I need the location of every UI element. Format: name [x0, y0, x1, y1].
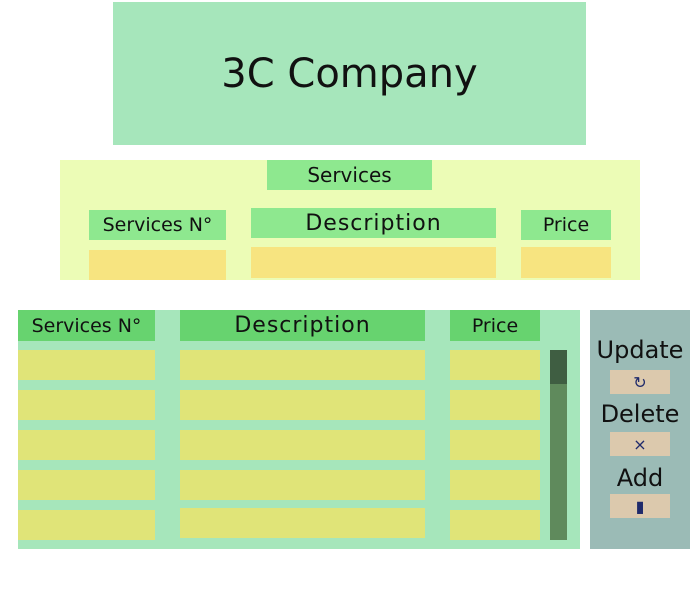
- table-cell-service-number[interactable]: [18, 390, 155, 420]
- table-cell-service-number[interactable]: [18, 430, 155, 460]
- table-cell-price[interactable]: [450, 430, 540, 460]
- description-input[interactable]: [251, 247, 496, 278]
- table-scrollbar-thumb[interactable]: [550, 350, 567, 384]
- services-form-title: Services: [267, 160, 432, 190]
- table-cell-price[interactable]: [450, 350, 540, 380]
- table-cell-description[interactable]: [180, 350, 425, 380]
- add-button[interactable]: ▮: [610, 494, 670, 518]
- table-cell-service-number[interactable]: [18, 350, 155, 380]
- add-icon: ▮: [635, 496, 645, 516]
- app-title: 3C Company: [113, 2, 586, 145]
- column-header-service-number: Services N°: [18, 310, 155, 341]
- table-cell-description[interactable]: [180, 430, 425, 460]
- add-label: Add: [616, 464, 664, 492]
- table-cell-service-number[interactable]: [18, 510, 155, 540]
- table-scrollbar-track[interactable]: [550, 350, 567, 540]
- table-cell-description[interactable]: [180, 470, 425, 500]
- update-label: Update: [596, 336, 684, 364]
- delete-button[interactable]: ×: [610, 432, 670, 456]
- service-number-input[interactable]: [89, 250, 226, 280]
- price-label: Price: [521, 210, 611, 240]
- close-icon: ×: [633, 434, 647, 454]
- table-cell-price[interactable]: [450, 390, 540, 420]
- table-cell-service-number[interactable]: [18, 470, 155, 500]
- description-label: Description: [251, 208, 496, 238]
- table-cell-price[interactable]: [450, 510, 540, 540]
- table-cell-description[interactable]: [180, 390, 425, 420]
- column-header-description: Description: [180, 310, 425, 341]
- price-input[interactable]: [521, 247, 611, 278]
- refresh-icon: ↻: [633, 372, 647, 392]
- column-header-price: Price: [450, 310, 540, 341]
- table-cell-price[interactable]: [450, 470, 540, 500]
- service-number-label: Services N°: [89, 210, 226, 240]
- table-cell-description[interactable]: [180, 508, 425, 538]
- delete-label: Delete: [600, 400, 680, 428]
- update-button[interactable]: ↻: [610, 370, 670, 394]
